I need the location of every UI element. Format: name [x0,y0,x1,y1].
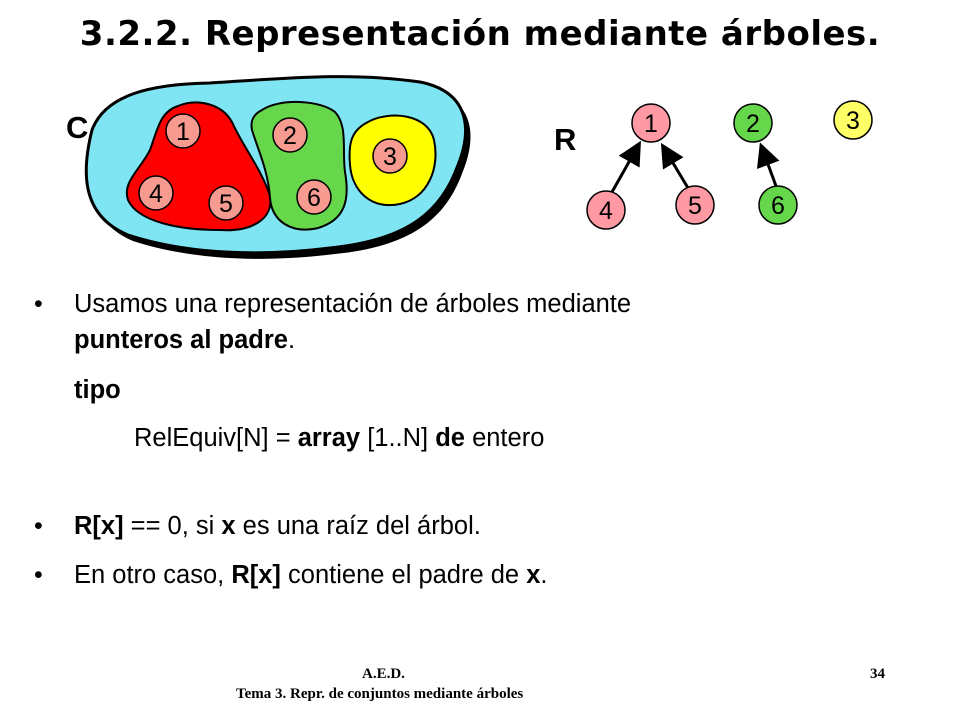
arrow-5-to-1 [660,142,690,189]
r-node-3: 3 [833,100,873,140]
svg-text:6: 6 [771,192,785,220]
set-r-label: R [554,122,576,157]
tipo-keyword: tipo [74,376,121,404]
type-definition: RelEquiv[N] = array [1..N] de entero [134,424,545,452]
bullet-1-marker: • [34,290,43,318]
set-c-label: C [66,110,88,145]
svg-text:1: 1 [176,118,190,146]
c-node-2: 2 [272,117,308,153]
bullet-1-text: Usamos una representación de árboles med… [74,290,632,318]
svg-text:2: 2 [283,122,297,150]
c-node-5: 5 [208,185,244,221]
r-node-2: 2 [733,103,773,143]
svg-text:5: 5 [688,192,702,220]
bullet-3-line: En otro caso, R[x] contiene el padre de … [74,561,548,589]
footer-course: A.E.D. [362,666,405,682]
bullet-1-bold: punteros al padre [74,326,288,354]
svg-text:4: 4 [149,180,163,208]
r-node-5: 5 [675,185,715,225]
svg-text:3: 3 [846,107,860,135]
bullet-1-line-1: Usamos una representación de árboles med… [74,286,914,322]
svg-text:6: 6 [307,184,321,212]
svg-text:1: 1 [644,110,658,138]
svg-text:2: 2 [746,110,760,138]
bullet-2-line: R[x] == 0, si x es una raíz del árbol. [74,512,481,540]
c-node-3: 3 [372,138,408,174]
r-node-1: 1 [631,103,671,143]
bullet-1-line-2: punteros al padre. [74,326,296,354]
slide-title: 3.2.2. Representación mediante árboles. [79,14,881,54]
bullet-3-marker: • [34,561,43,589]
footer-topic: Tema 3. Repr. de conjuntos mediante árbo… [236,686,524,702]
page-number: 34 [870,666,885,682]
svg-text:3: 3 [383,143,397,171]
c-node-6: 6 [296,179,332,215]
svg-text:5: 5 [219,190,233,218]
svg-text:4: 4 [599,197,613,225]
type-name: RelEquiv[N] [134,424,269,452]
sets-diagram: 1 2 3 4 5 6 C R 1 2 3 [66,75,873,259]
tipo-keyword-line: tipo [74,372,914,408]
c-node-1: 1 [165,113,201,149]
arrow-4-to-1 [610,140,641,193]
array-keyword: array [297,424,361,452]
r-node-4: 4 [586,190,626,230]
bullet-2-marker: • [34,512,43,540]
arrow-6-to-2 [756,142,780,187]
r-node-6: 6 [758,185,798,225]
c-node-4: 4 [138,175,174,211]
de-keyword: de [435,424,465,452]
